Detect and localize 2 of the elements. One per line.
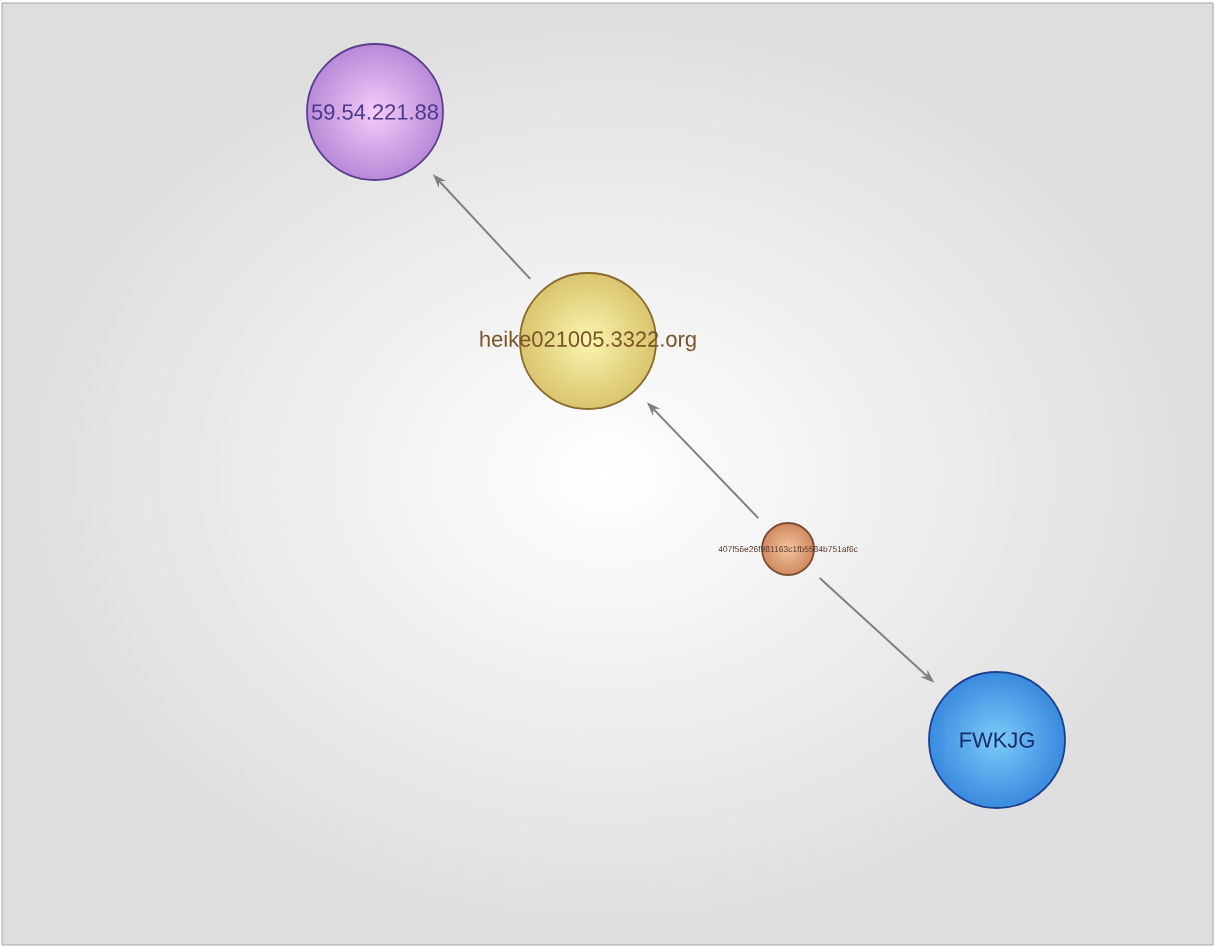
- entity-sphere: 59.54.221.88: [306, 43, 444, 181]
- entity-sphere: FWKJG: [928, 671, 1066, 809]
